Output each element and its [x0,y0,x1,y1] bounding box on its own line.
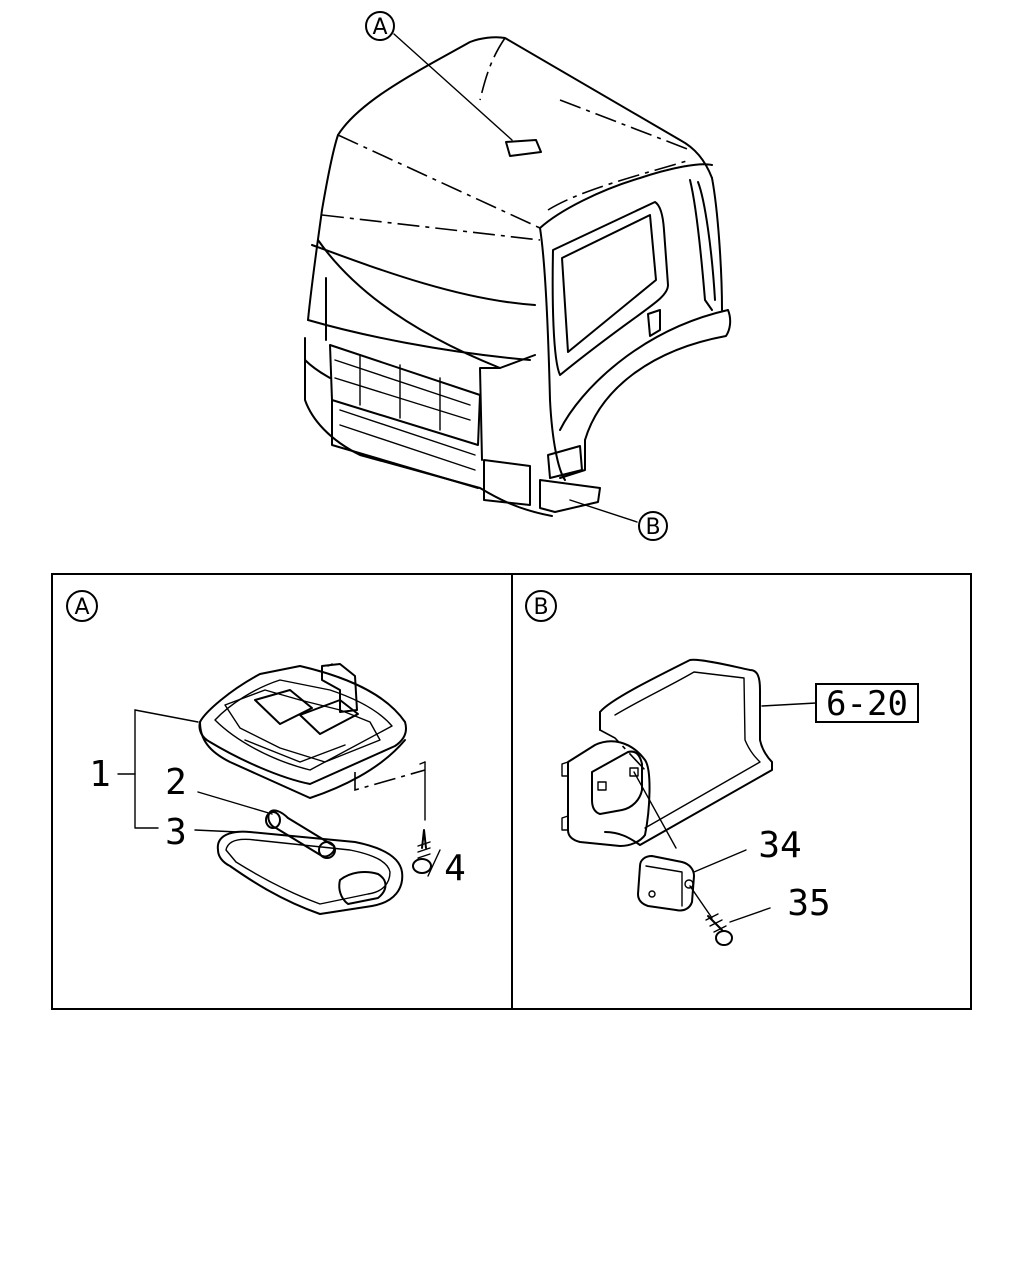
callout-b-top: B [638,511,668,541]
part-label-1: 1 [89,754,111,795]
part-label-34: 34 [758,825,801,866]
panel-a-title: A [74,595,89,620]
screw-35-illustration [689,885,733,946]
lamp-housing-illustration [198,663,407,799]
panel-b: B [525,590,919,946]
truck-cab-illustration [304,33,732,523]
bulb-illustration [265,809,336,859]
leader-4 [427,849,441,877]
roof-lamp-shape [505,139,542,157]
panel-a: A [66,590,466,915]
lamp-lens-illustration [216,830,404,915]
step-bracket-illustration [561,658,773,849]
hidden-mount-line [354,769,426,792]
callout-a-leader [393,33,513,141]
part-label-4: 4 [444,848,466,889]
panel-b-title: B [533,595,548,620]
callout-a-top: A [365,11,395,41]
leader-1-upper [134,709,199,723]
part-label-35: 35 [787,883,830,924]
reflector-34-illustration [637,855,695,912]
leader-35 [729,907,771,923]
leader-2 [197,791,273,815]
callout-a-label: A [372,15,387,40]
leader-3 [194,829,239,833]
leader-ref-box [761,702,817,707]
callout-b-label: B [645,515,660,540]
screw-4-illustration [412,761,432,874]
callout-b-leader [569,499,638,523]
leader-1-bracket [134,709,159,829]
leader-34 [693,849,747,873]
part-label-2: 2 [165,762,187,803]
ref-box-label: 6-20 [826,684,908,724]
part-label-3: 3 [165,812,187,853]
ref-box-6-20: 6-20 [815,683,919,724]
